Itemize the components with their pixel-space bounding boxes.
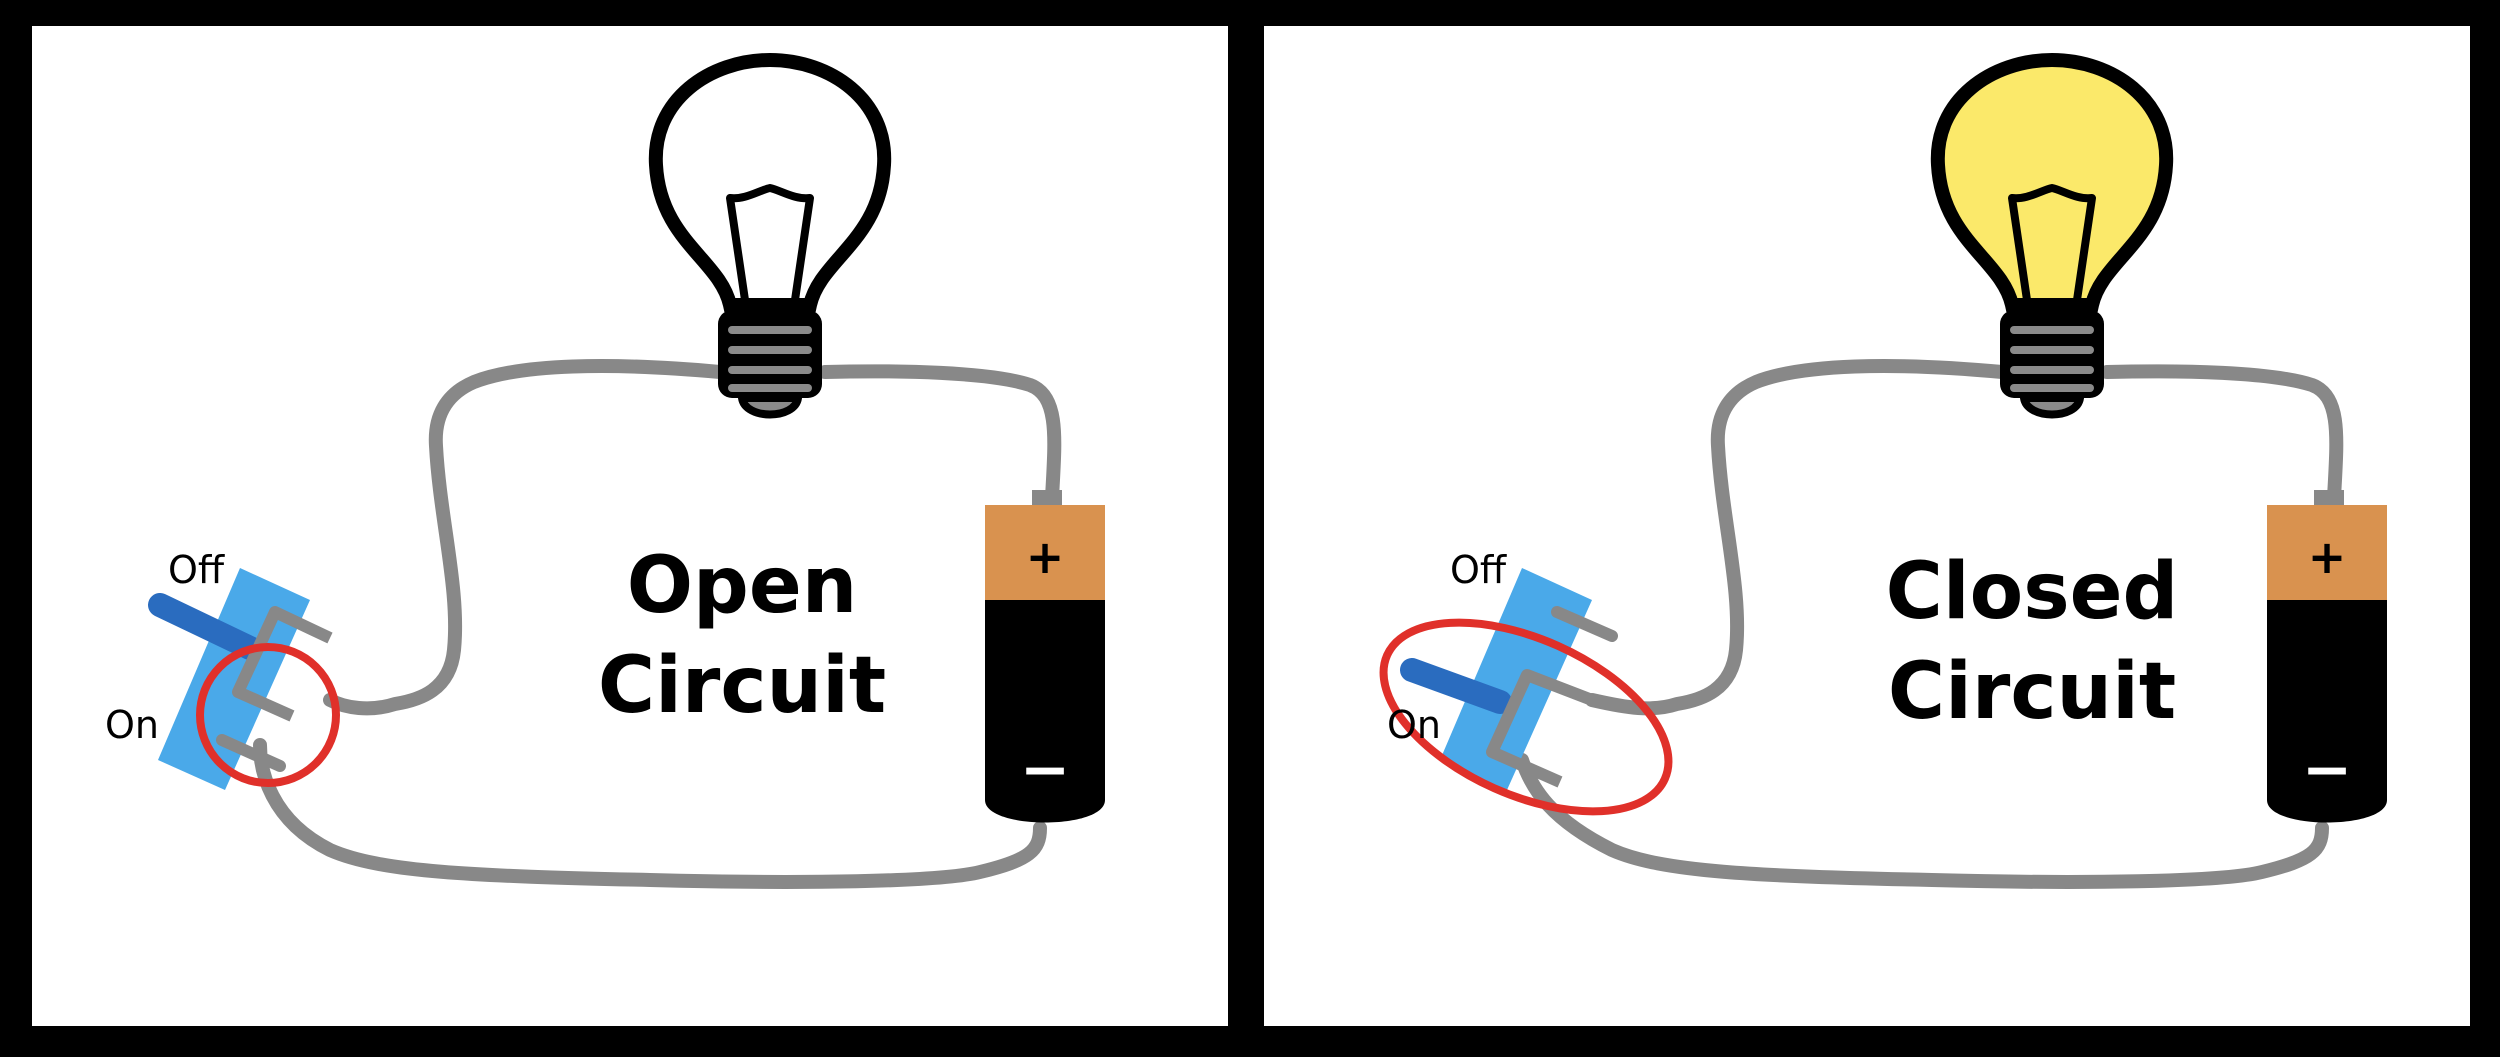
open-battery-top bbox=[985, 505, 1105, 600]
open-switch-off-label: Off bbox=[168, 548, 225, 592]
open-bulb-tip bbox=[737, 394, 803, 419]
closed-switch-on-label: On bbox=[1387, 703, 1441, 747]
closed-bulb-tip bbox=[2019, 394, 2085, 419]
open-switch-contact-lower bbox=[216, 734, 286, 772]
closed-battery-body bbox=[2267, 600, 2387, 823]
open-circuit-panel: + − Off On Open Circuit bbox=[105, 52, 1105, 889]
open-switch-on-label: On bbox=[105, 703, 159, 747]
open-battery-body bbox=[985, 600, 1105, 823]
closed-switch-contact-lower bbox=[1486, 669, 1595, 788]
open-bulb-filament bbox=[726, 184, 814, 301]
closed-bulb-glass bbox=[1930, 52, 2174, 312]
open-wire-bottom bbox=[253, 738, 1047, 889]
open-wires bbox=[253, 359, 1062, 889]
open-switch: Off On bbox=[105, 548, 340, 790]
open-wire-left bbox=[323, 359, 727, 716]
closed-bulb-threads bbox=[2010, 326, 2094, 392]
closed-title-line1: Closed bbox=[1886, 547, 2179, 637]
open-bulb-threads bbox=[728, 326, 812, 392]
closed-switch-off-label: Off bbox=[1450, 548, 1507, 592]
open-switch-contact-upper bbox=[232, 606, 333, 722]
open-bulb bbox=[648, 52, 892, 419]
closed-battery: + − bbox=[2267, 490, 2387, 823]
open-wire-right bbox=[818, 364, 1062, 505]
closed-title-line2: Circuit bbox=[1888, 647, 2176, 737]
closed-wire-bottom bbox=[1515, 753, 2329, 889]
open-battery: + − bbox=[985, 490, 1105, 823]
open-switch-lever bbox=[148, 593, 262, 660]
open-title-line2: Circuit bbox=[598, 641, 886, 731]
closed-wire-left bbox=[1585, 359, 2009, 716]
closed-switch-lever bbox=[1400, 658, 1512, 714]
closed-battery-terminal bbox=[2314, 490, 2344, 508]
closed-battery-top bbox=[2267, 505, 2387, 600]
closed-wires bbox=[1515, 359, 2344, 889]
closed-switch: Off On bbox=[1379, 548, 1673, 816]
closed-wire-right bbox=[2100, 364, 2344, 505]
closed-bulb bbox=[1930, 52, 2174, 419]
closed-battery-plus: + bbox=[2308, 530, 2347, 584]
closed-battery-minus: − bbox=[2302, 735, 2352, 805]
open-gap-highlight bbox=[196, 643, 340, 787]
open-battery-plus: + bbox=[1026, 530, 1065, 584]
open-battery-terminal bbox=[1032, 490, 1062, 508]
closed-bulb-filament bbox=[2008, 184, 2096, 301]
closed-switch-contact-upper bbox=[1551, 606, 1618, 642]
closed-contact-highlight bbox=[1379, 618, 1673, 816]
closed-switch-body bbox=[1440, 568, 1592, 790]
open-battery-minus: − bbox=[1020, 735, 1070, 805]
closed-circuit-panel: + − Off On Closed Circuit bbox=[1379, 52, 2387, 889]
open-bulb-glass bbox=[648, 52, 892, 312]
open-title-line1: Open bbox=[627, 541, 858, 631]
